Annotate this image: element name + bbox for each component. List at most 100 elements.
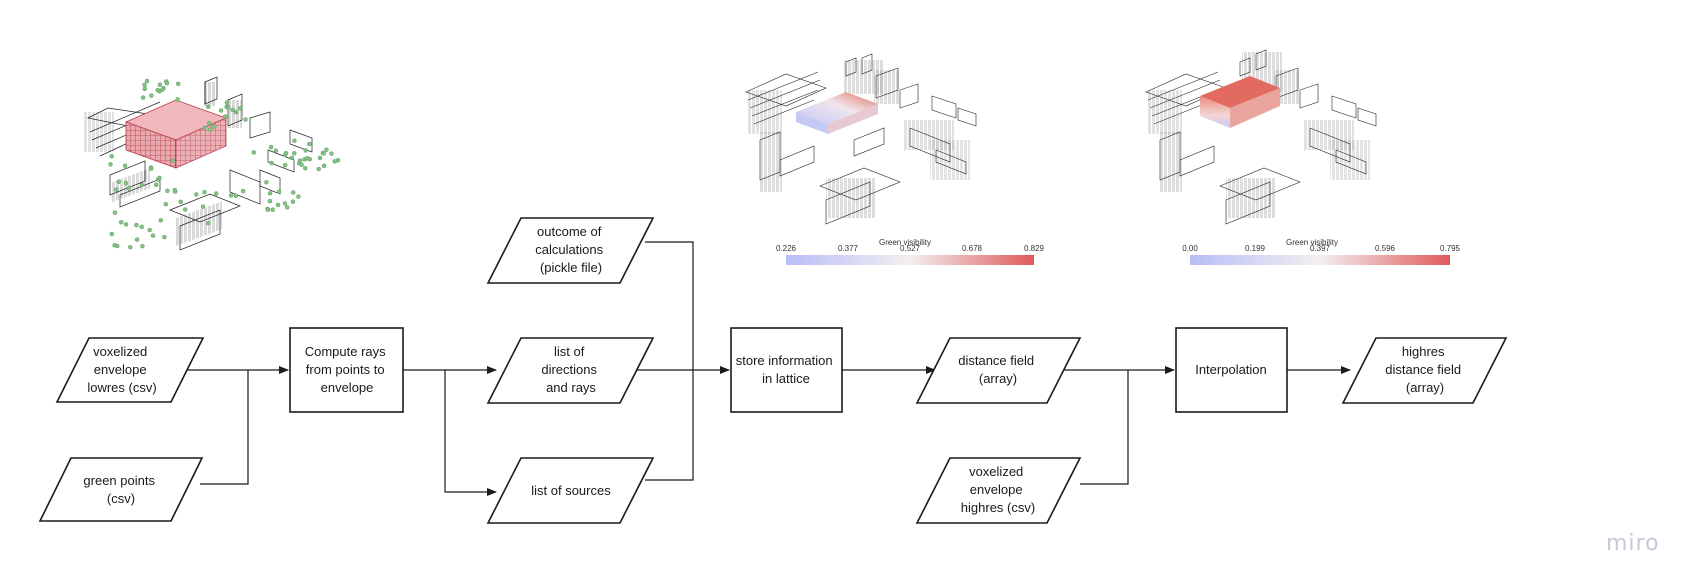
green-point [240, 188, 246, 194]
green-point [283, 150, 289, 156]
input-green-points[interactable] [38, 457, 204, 522]
colorbar-tick: 0.226 [776, 244, 797, 253]
process-interpolation[interactable] [1175, 327, 1288, 413]
colorbar-tick: 0.377 [838, 244, 859, 253]
green-point [269, 160, 274, 166]
green-point [332, 159, 337, 164]
green-point [126, 186, 131, 191]
data-list-of-sources[interactable] [486, 457, 655, 524]
green-point [150, 233, 156, 238]
green-point [123, 222, 129, 227]
node-label: Compute rays from points to envelope [305, 344, 390, 395]
green-point [282, 162, 288, 168]
colorbar-tick: 0.829 [1024, 244, 1045, 253]
green-point [160, 87, 165, 92]
green-point [307, 141, 312, 147]
voxel-envelope-illustration [84, 76, 341, 251]
green-point [292, 151, 297, 156]
visibility-map-highres [1145, 49, 1377, 225]
green-point [299, 162, 304, 168]
green-point [264, 180, 269, 185]
data-distance-field[interactable] [915, 337, 1082, 404]
colorbar-gradient [1190, 255, 1450, 265]
green-point [238, 106, 243, 111]
input-voxelized-envelope-lowres[interactable] [55, 337, 205, 403]
connector [645, 241, 694, 370]
green-point [267, 191, 273, 196]
green-point [165, 188, 170, 194]
green-point [157, 175, 162, 181]
node-label: voxelized envelope highres (csv) [961, 464, 1035, 515]
colorbar-title: Green visibility [879, 238, 931, 247]
input-voxelized-envelope-highres[interactable] [915, 457, 1082, 524]
green-point [268, 144, 274, 150]
green-point [213, 191, 219, 196]
green-point [270, 207, 275, 212]
green-point [275, 202, 281, 208]
green-point [290, 190, 296, 195]
colorbar-tick: 0.00 [1182, 244, 1198, 253]
green-point [178, 199, 183, 205]
node-label: voxelized envelope lowres (csv) [87, 344, 156, 395]
green-point [284, 205, 290, 210]
connector [200, 370, 249, 485]
green-point [289, 155, 295, 161]
green-point [230, 107, 236, 113]
green-point [206, 220, 211, 226]
green-point [273, 148, 279, 153]
data-directions-rays[interactable] [486, 337, 655, 404]
green-point [317, 155, 323, 161]
green-point [233, 109, 239, 115]
green-point [139, 224, 144, 230]
colorbar-tick: 0.397 [1310, 244, 1331, 253]
connectors [185, 241, 1351, 496]
output-outcome-pickle[interactable] [486, 217, 655, 284]
node-label: distance field (array) [958, 353, 1038, 386]
green-point [122, 163, 128, 168]
colorbar-gradient [786, 255, 1034, 265]
green-point [276, 189, 282, 194]
green-point [267, 198, 273, 204]
green-point [316, 166, 321, 172]
node-label: Interpolation [1195, 362, 1267, 377]
process-compute-rays[interactable] [289, 327, 404, 413]
green-point [142, 82, 147, 88]
colorbar-1: Green visibility 0.226 0.377 0.527 0.678… [776, 238, 1045, 265]
colorbar-tick: 0.527 [900, 244, 921, 253]
green-point [148, 166, 154, 172]
green-point [170, 158, 175, 163]
green-point [224, 100, 230, 105]
green-point [175, 97, 180, 102]
connector [444, 370, 497, 496]
green-point [251, 150, 257, 155]
colorbar-tick: 0.199 [1245, 244, 1266, 253]
green-point [149, 93, 154, 98]
process-store-lattice[interactable] [730, 327, 843, 413]
green-point [202, 189, 207, 195]
output-highres-distance-field[interactable] [1341, 337, 1508, 404]
green-point [144, 78, 150, 84]
node-label: highres distance field (array) [1385, 344, 1465, 395]
node-label: outcome of calculations (pickle file) [535, 224, 607, 275]
green-point [329, 151, 334, 156]
miro-watermark: miro [1606, 531, 1660, 556]
green-point [142, 86, 148, 92]
node-label: green points (csv) [83, 473, 158, 506]
green-point [218, 108, 224, 113]
green-point [155, 87, 160, 93]
green-point [114, 187, 119, 192]
green-point [321, 151, 327, 156]
green-point [134, 222, 139, 228]
green-point [303, 148, 308, 153]
colorbar-title: Green visibility [1286, 238, 1338, 247]
green-point [118, 219, 124, 225]
green-point [157, 82, 163, 87]
green-point [116, 179, 122, 184]
green-point [134, 237, 140, 242]
node-label: list of sources [531, 483, 611, 498]
green-point [172, 187, 178, 193]
green-point [265, 207, 271, 212]
green-point [194, 192, 199, 197]
green-point [296, 194, 301, 199]
green-point [163, 201, 169, 207]
